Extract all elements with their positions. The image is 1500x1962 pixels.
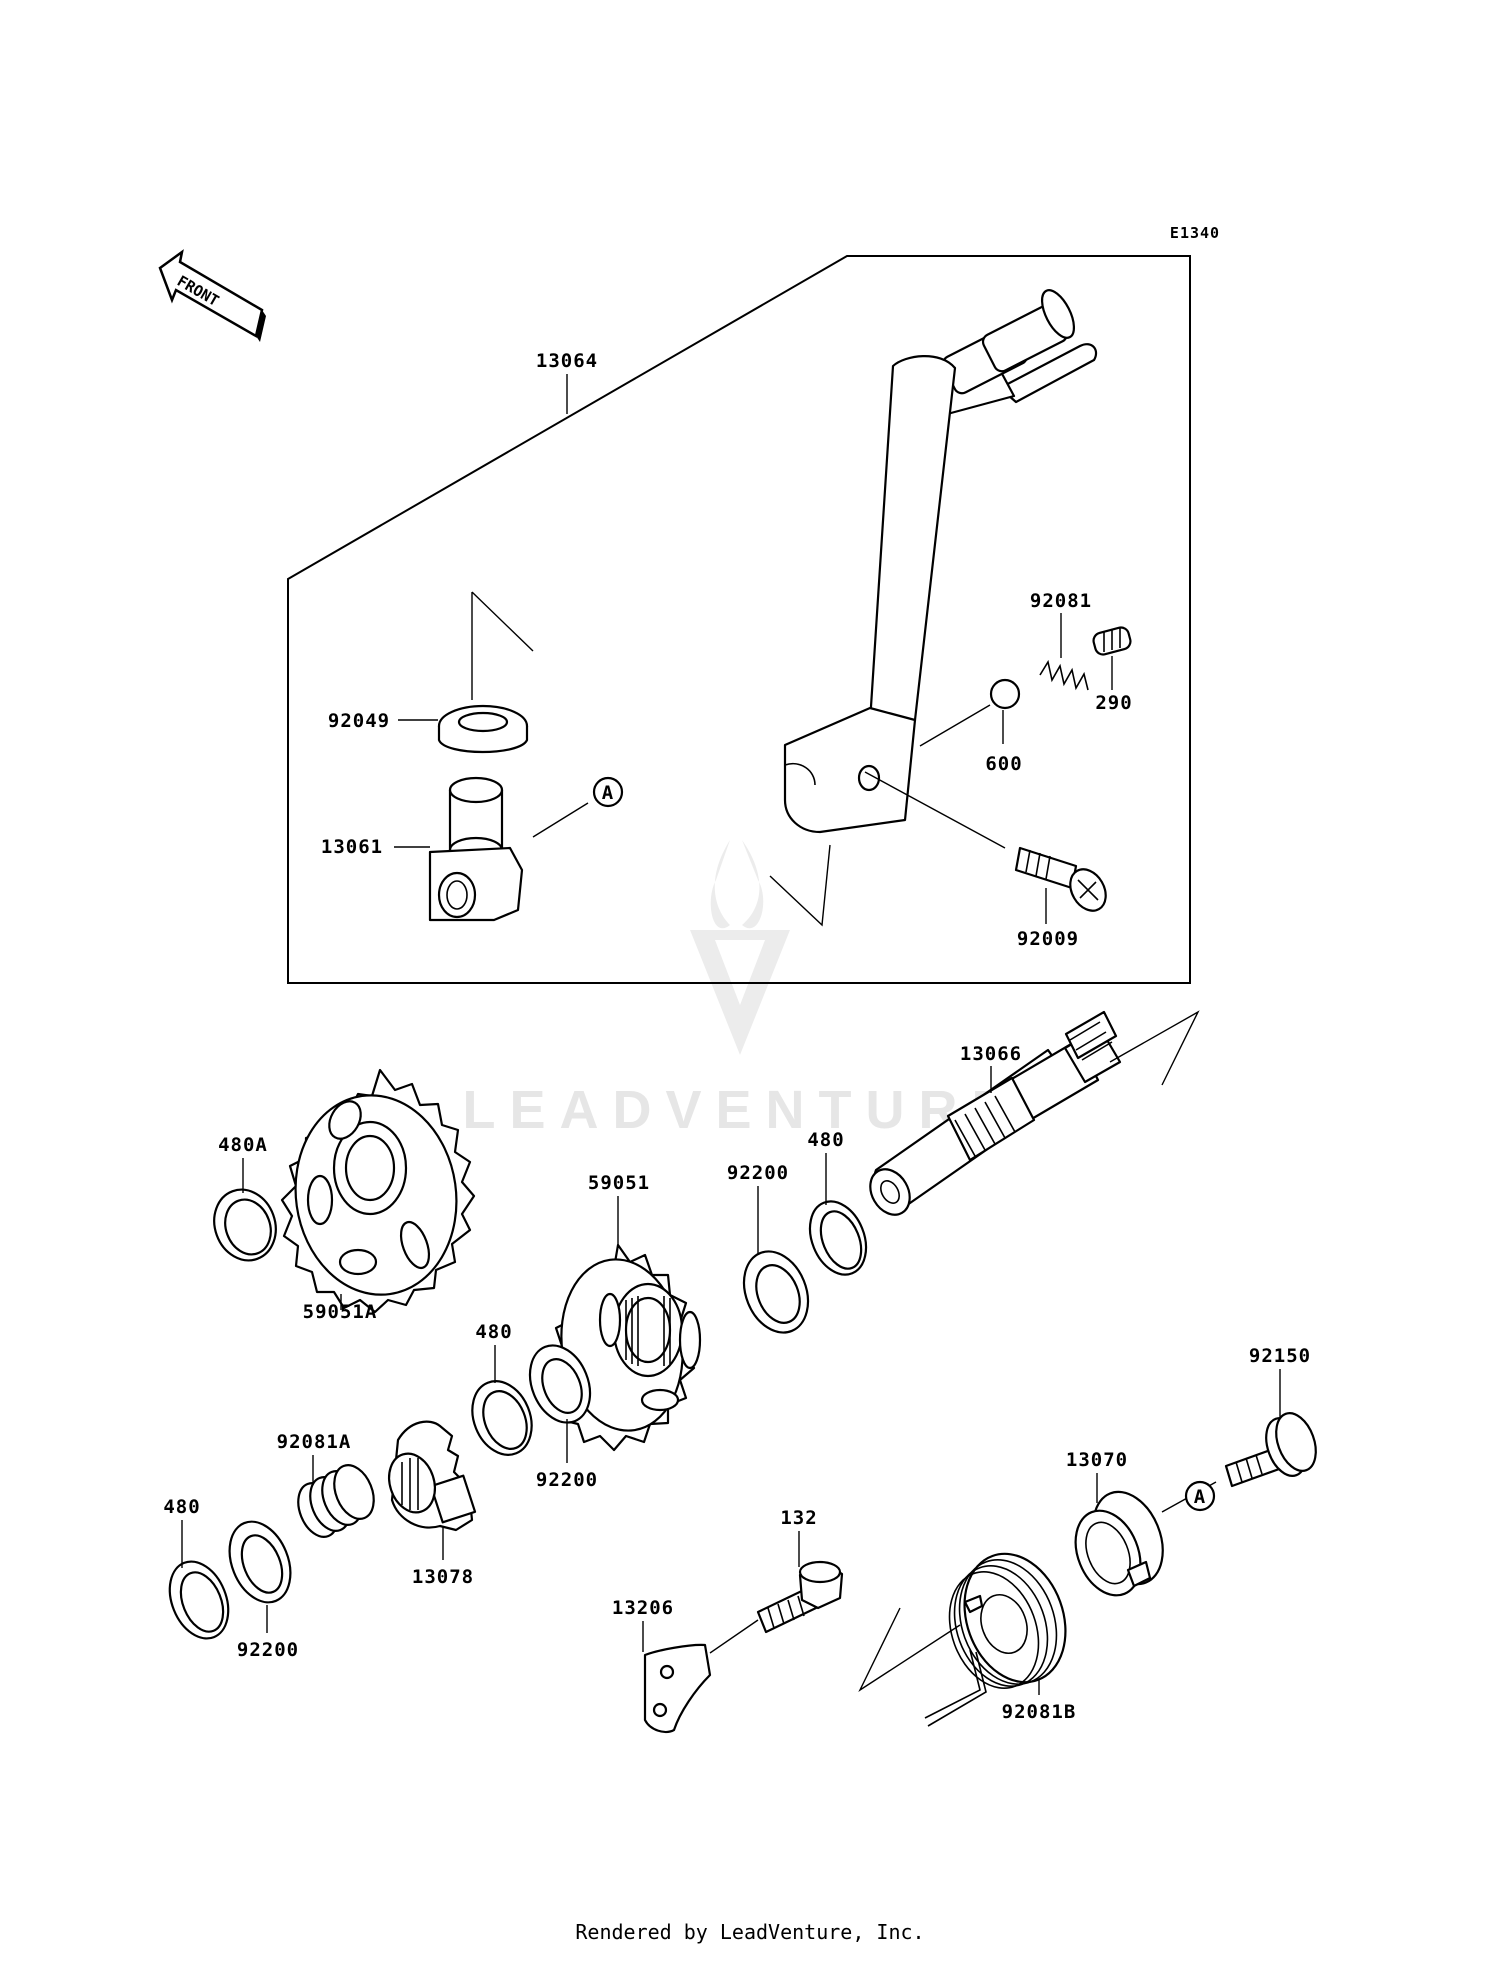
leader-lines xyxy=(181,374,1281,1695)
label-132: 132 xyxy=(780,1507,817,1529)
bolt-132 xyxy=(756,1560,844,1634)
label-92081A: 92081A xyxy=(277,1431,352,1453)
cap-290 xyxy=(1092,626,1132,656)
label-290: 290 xyxy=(1095,692,1132,714)
watermark-text: LEADVENTURE xyxy=(462,1080,1021,1140)
spring-92081 xyxy=(1039,659,1089,691)
label-13064: 13064 xyxy=(536,350,598,372)
ref-marker-a-upper: A xyxy=(532,776,624,838)
label-59051: 59051 xyxy=(588,1172,650,1194)
label-480-top: 480 xyxy=(807,1129,844,1151)
washer-92200-top xyxy=(742,1250,810,1334)
label-480-mid: 480 xyxy=(475,1321,512,1343)
circlip-480-bottom xyxy=(168,1560,230,1640)
plate-13206 xyxy=(643,1643,712,1734)
collar-13070 xyxy=(1074,1490,1164,1597)
circlip-480-mid xyxy=(471,1380,533,1456)
ratchet-13078 xyxy=(388,1420,477,1532)
label-92009: 92009 xyxy=(1017,928,1079,950)
footer-credit: Rendered by LeadVenture, Inc. xyxy=(575,1920,925,1944)
label-92150: 92150 xyxy=(1249,1345,1311,1367)
diagram-code: E1340 xyxy=(1170,224,1220,242)
label-600: 600 xyxy=(985,753,1022,775)
washer-92200-mid xyxy=(528,1344,592,1424)
label-480A: 480A xyxy=(218,1134,268,1156)
label-92081B: 92081B xyxy=(1002,1701,1077,1723)
kick-arm-13061 xyxy=(428,776,524,922)
kick-pedal-lever xyxy=(783,289,1098,834)
washer-92200-bottom xyxy=(228,1520,292,1604)
shaft-axis-line xyxy=(769,844,831,927)
label-92200-mid: 92200 xyxy=(536,1469,598,1491)
label-13061: 13061 xyxy=(321,836,383,858)
assembly-box-13064 xyxy=(287,255,1191,984)
label-480-bottom: 480 xyxy=(163,1496,200,1518)
ref-marker-a-lower-label: A xyxy=(1194,1486,1206,1508)
spring-92081A xyxy=(297,1464,375,1538)
label-13070: 13070 xyxy=(1066,1449,1128,1471)
bolt-92009 xyxy=(1014,846,1107,912)
label-13078: 13078 xyxy=(412,1566,474,1588)
spring-92081B xyxy=(924,1552,1067,1727)
circlip-480-top xyxy=(808,1200,868,1276)
circlip-480A xyxy=(213,1188,277,1262)
label-59051A: 59051A xyxy=(303,1301,378,1323)
bolt-92150 xyxy=(1224,1412,1317,1488)
front-arrow-icon: FRONT xyxy=(158,249,266,342)
part-labels: 13064 92081 290 92049 600 13061 92009 13… xyxy=(163,350,1311,1723)
label-92049: 92049 xyxy=(328,710,390,732)
leadventure-watermark: LEADVENTURE xyxy=(462,840,1021,1140)
kick-shaft-13066 xyxy=(869,1010,1122,1216)
washer-92049 xyxy=(437,704,529,754)
ball-600 xyxy=(989,678,1021,710)
label-92200-top: 92200 xyxy=(727,1162,789,1184)
label-92081: 92081 xyxy=(1030,590,1092,612)
label-13206: 13206 xyxy=(612,1597,674,1619)
gear-59051A xyxy=(280,1068,476,1314)
label-92200-bottom: 92200 xyxy=(237,1639,299,1661)
ref-marker-a-lower: A xyxy=(1161,1480,1217,1513)
ref-marker-a-upper-label: A xyxy=(602,782,614,804)
label-13066: 13066 xyxy=(960,1043,1022,1065)
